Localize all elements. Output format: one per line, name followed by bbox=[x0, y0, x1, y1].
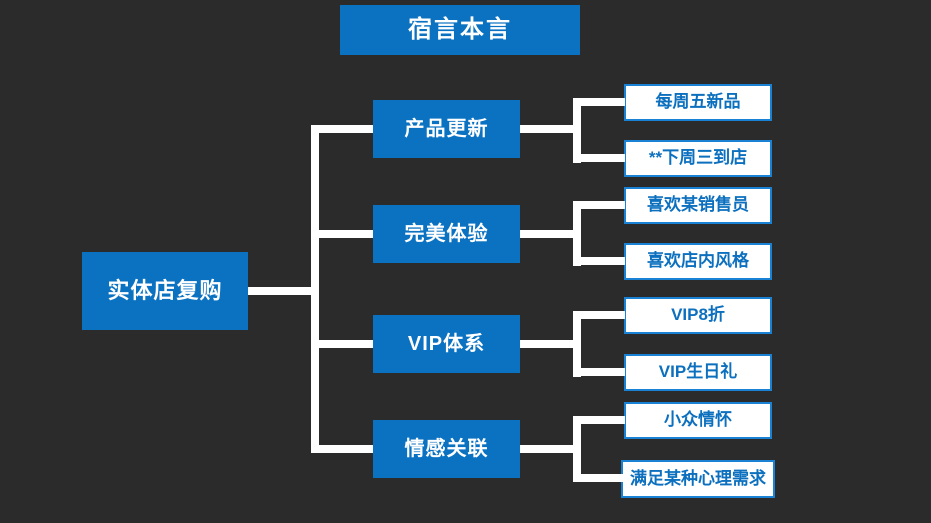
leaf-node: **下周三到店 bbox=[624, 140, 772, 177]
leaf-label: VIP8折 bbox=[671, 305, 725, 325]
leaf-label: 满足某种心理需求 bbox=[630, 468, 766, 488]
leaf-label: 小众情怀 bbox=[664, 410, 732, 430]
connector-root-stub bbox=[248, 287, 319, 295]
branch-label: 情感关联 bbox=[404, 438, 489, 460]
leaf-label: 每周五新品 bbox=[655, 92, 741, 112]
connector-fork-bar bbox=[573, 311, 581, 377]
branch-node-product-update: 产品更新 bbox=[373, 100, 520, 158]
branch-label: 产品更新 bbox=[404, 118, 489, 140]
connector-fork-arm bbox=[520, 230, 581, 238]
connector-branch-stub bbox=[319, 230, 373, 238]
connector-fork-bar bbox=[573, 201, 581, 266]
branch-label: VIP体系 bbox=[407, 333, 486, 355]
connector-fork-arm bbox=[520, 445, 581, 453]
leaf-label: 喜欢某销售员 bbox=[647, 195, 749, 215]
branch-label: 完美体验 bbox=[404, 223, 489, 245]
connector-trunk bbox=[311, 125, 319, 453]
connector-fork-bar bbox=[573, 416, 581, 482]
leaf-node: 喜欢某销售员 bbox=[624, 187, 772, 224]
connector-leaf-stub bbox=[573, 368, 625, 376]
leaf-node: 喜欢店内风格 bbox=[624, 243, 772, 280]
connector-fork-arm bbox=[520, 340, 581, 348]
leaf-node: 满足某种心理需求 bbox=[621, 460, 775, 498]
connector-leaf-stub bbox=[573, 154, 625, 162]
diagram-title: 宿言本言 bbox=[340, 5, 580, 55]
root-node: 实体店复购 bbox=[82, 252, 248, 330]
connector-fork-arm bbox=[520, 125, 581, 133]
connector-fork-bar bbox=[573, 98, 581, 163]
leaf-node: VIP8折 bbox=[624, 297, 772, 334]
leaf-node: 每周五新品 bbox=[624, 84, 772, 121]
connector-leaf-stub bbox=[573, 257, 625, 265]
leaf-node: 小众情怀 bbox=[624, 402, 772, 439]
branch-node-vip-system: VIP体系 bbox=[373, 315, 520, 373]
leaf-label: 喜欢店内风格 bbox=[647, 251, 749, 271]
connector-branch-stub bbox=[319, 445, 373, 453]
diagram-title-label: 宿言本言 bbox=[408, 15, 512, 43]
root-node-label: 实体店复购 bbox=[107, 277, 223, 303]
branch-node-perfect-experience: 完美体验 bbox=[373, 205, 520, 263]
connector-leaf-stub bbox=[573, 474, 625, 482]
connector-leaf-stub bbox=[573, 98, 625, 106]
branch-node-emotional-connection: 情感关联 bbox=[373, 420, 520, 478]
leaf-label: **下周三到店 bbox=[648, 148, 748, 168]
connector-leaf-stub bbox=[573, 201, 625, 209]
leaf-node: VIP生日礼 bbox=[624, 354, 772, 391]
leaf-label: VIP生日礼 bbox=[658, 362, 738, 382]
connector-branch-stub bbox=[319, 340, 373, 348]
connector-leaf-stub bbox=[573, 416, 625, 424]
connector-branch-stub bbox=[319, 125, 373, 133]
connector-leaf-stub bbox=[573, 311, 625, 319]
